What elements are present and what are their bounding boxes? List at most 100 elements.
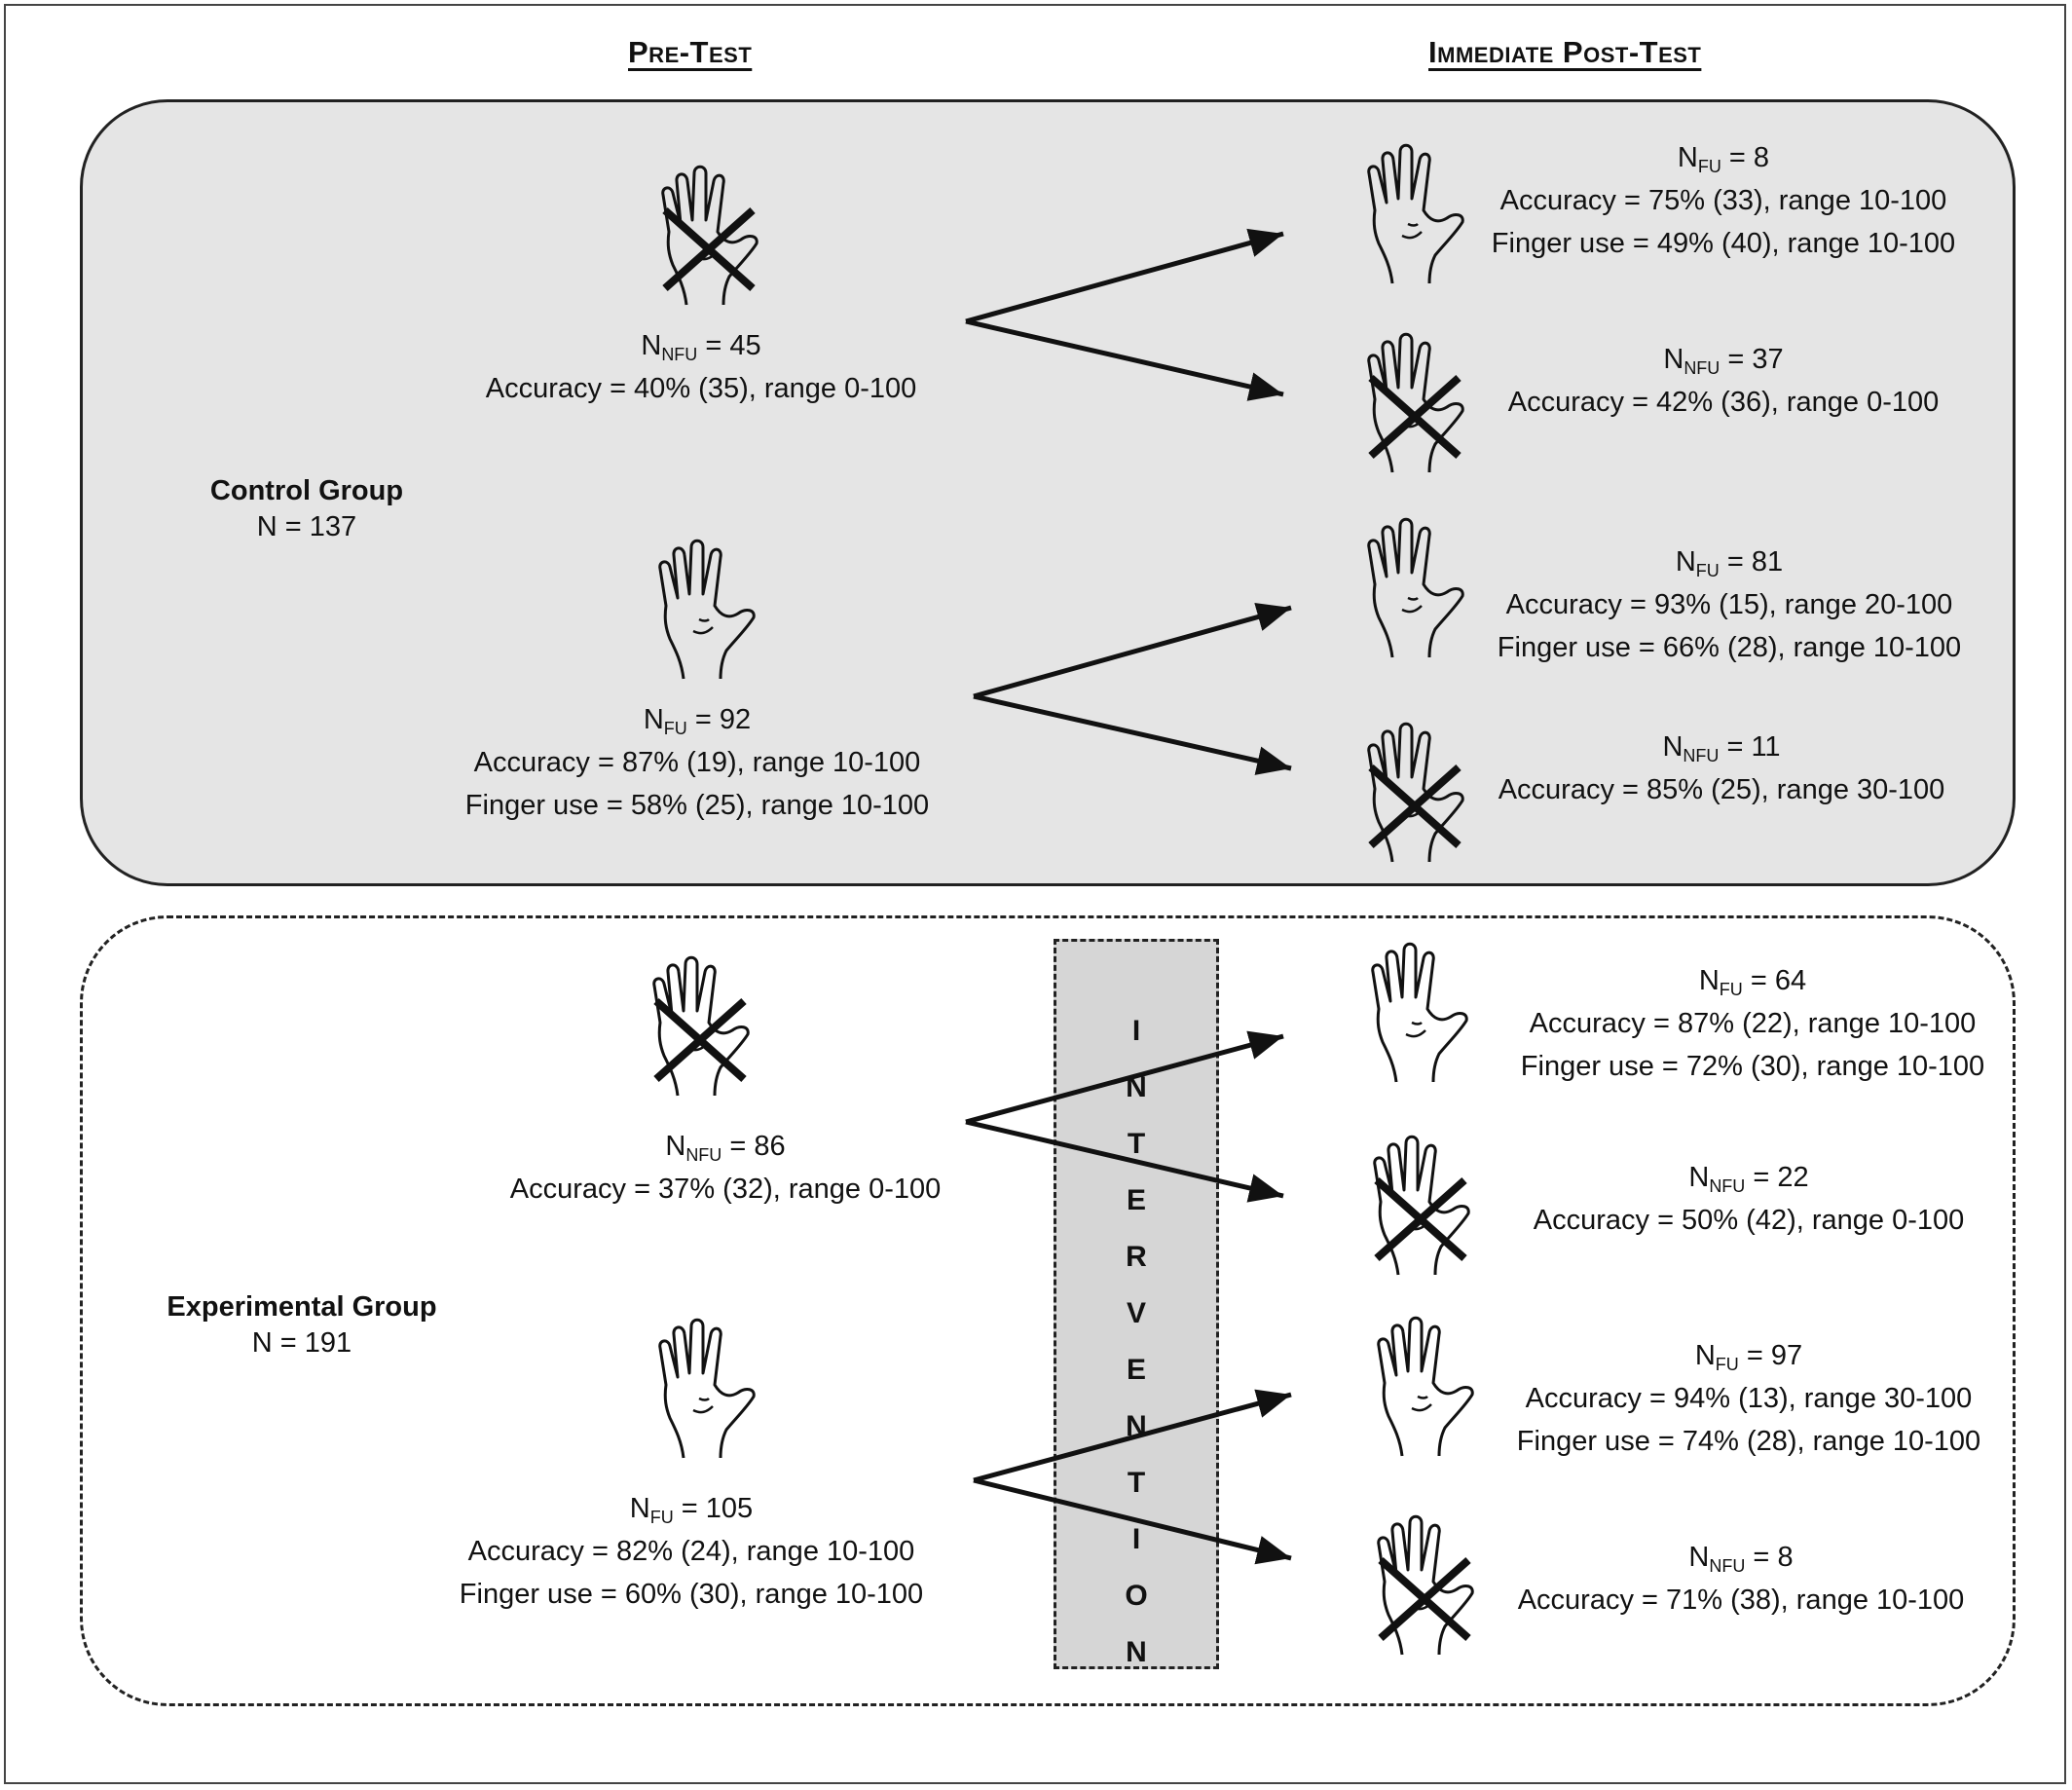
sample-size-value: 86 [754,1131,786,1162]
accuracy-text: Accuracy = 42% (36), range 0-100 [1507,387,1940,418]
sample-size: NFU = 64 [1698,965,1807,999]
sample-size: NNFU = 45 [641,330,761,364]
control-group-title: Control Group [209,475,404,506]
pre-test-header: Pre-Test [628,35,753,69]
sample-subscript: NFU [1683,746,1720,765]
sample-size: NNFU = 11 [1662,731,1781,765]
sample-subscript: FU [1697,157,1721,176]
intervention-letter: I [1131,1015,1141,1047]
hand-icon [654,1317,761,1468]
accuracy-text: Accuracy = 40% (35), range 0-100 [485,373,917,404]
accuracy-text: Accuracy = 87% (19), range 10-100 [473,747,921,778]
hand-crossed-icon [1369,1134,1476,1285]
hand-icon [1373,1315,1480,1466]
finger-use-text: Finger use = 72% (30), range 10-100 [1520,1051,1985,1082]
intervention-letter: N [1126,1636,1147,1668]
intervention-letter: V [1126,1297,1146,1329]
accuracy-text: Accuracy = 50% (42), range 0-100 [1533,1205,1965,1236]
sample-size: NFU = 8 [1677,142,1770,176]
hand-icon [1363,142,1470,293]
result-block: NNFU = 45 Accuracy = 40% (35), range 0-10… [486,324,917,410]
sample-size: NNFU = 22 [1688,1162,1809,1196]
hand-crossed-icon [1373,1513,1480,1664]
intervention-letter: I [1131,1523,1141,1555]
sample-subscript: FU [1715,1355,1739,1374]
result-block: NNFU = 8 Accuracy = 71% (38), range 10-10… [1518,1536,1965,1622]
sample-size-value: 8 [1777,1542,1794,1573]
intervention-letter: E [1126,1354,1146,1386]
sample-subscript: FU [663,719,687,738]
result-block: NNFU = 11 Accuracy = 85% (25), range 30-1… [1498,726,1945,811]
sample-size-value: 64 [1774,965,1807,996]
experimental-group-n: N = 191 [251,1327,352,1359]
finger-use-text: Finger use = 49% (40), range 10-100 [1491,228,1956,259]
post-test-header: Immediate Post-Test [1428,35,1702,69]
accuracy-text: Accuracy = 85% (25), range 30-100 [1498,774,1945,805]
finger-use-text: Finger use = 60% (30), range 10-100 [459,1579,924,1610]
accuracy-text: Accuracy = 94% (13), range 30-100 [1525,1383,1973,1414]
sample-size: NFU = 92 [643,704,752,738]
accuracy-text: Accuracy = 82% (24), range 10-100 [467,1536,915,1567]
sample-subscript: NFU [685,1145,722,1165]
accuracy-text: Accuracy = 37% (32), range 0-100 [509,1174,942,1205]
figure-frame [4,4,2066,1784]
result-block: NFU = 97 Accuracy = 94% (13), range 30-10… [1517,1334,1980,1463]
hand-crossed-icon [657,164,764,315]
sample-subscript: NFU [1684,358,1720,378]
result-block: NNFU = 86 Accuracy = 37% (32), range 0-10… [510,1125,942,1211]
sample-subscript: NFU [661,345,698,364]
experimental-group-label: Experimental Group N = 191 [146,1291,458,1360]
hand-crossed-icon [1363,721,1470,872]
sample-size: NNFU = 37 [1663,344,1784,378]
sample-size: NFU = 81 [1675,546,1784,580]
sample-size: NNFU = 86 [665,1131,786,1165]
sample-size: NFU = 105 [629,1493,754,1527]
sample-size-value: 22 [1777,1162,1809,1193]
experimental-group-title: Experimental Group [166,1291,437,1323]
finger-use-text: Finger use = 58% (25), range 10-100 [464,790,930,821]
accuracy-text: Accuracy = 71% (38), range 10-100 [1517,1585,1965,1616]
sample-subscript: FU [649,1508,674,1527]
control-group-label: Control Group N = 137 [175,475,438,543]
intervention-letter: R [1126,1241,1147,1273]
intervention-letter: E [1126,1184,1146,1216]
result-block: NNFU = 37 Accuracy = 42% (36), range 0-10… [1508,338,1940,424]
control-group-n: N = 137 [256,511,357,542]
finger-use-text: Finger use = 74% (28), range 10-100 [1516,1426,1981,1457]
sample-size-value: 11 [1751,731,1781,763]
intervention-letter: T [1127,1128,1146,1160]
intervention-letter: N [1126,1410,1147,1442]
result-block: NNFU = 22 Accuracy = 50% (42), range 0-10… [1534,1156,1965,1242]
result-block: NFU = 8 Accuracy = 75% (33), range 10-100… [1492,136,1955,265]
result-block: NFU = 92 Accuracy = 87% (19), range 10-10… [465,698,929,827]
result-block: NFU = 64 Accuracy = 87% (22), range 10-10… [1521,959,1984,1088]
accuracy-text: Accuracy = 87% (22), range 10-100 [1529,1008,1977,1039]
sample-size-value: 92 [719,704,752,735]
sample-subscript: FU [1719,980,1743,999]
sample-subscript: FU [1695,561,1720,580]
sample-subscript: NFU [1709,1556,1746,1576]
hand-crossed-icon [1363,331,1470,482]
hand-icon [1363,516,1470,667]
hand-crossed-icon [648,954,756,1105]
sample-size: NNFU = 8 [1688,1542,1794,1576]
accuracy-text: Accuracy = 75% (33), range 10-100 [1499,185,1947,216]
sample-size: NFU = 97 [1694,1340,1803,1374]
finger-use-text: Finger use = 66% (28), range 10-100 [1497,632,1962,663]
intervention-letter: T [1127,1467,1146,1499]
sample-size-value: 45 [729,330,761,361]
accuracy-text: Accuracy = 93% (15), range 20-100 [1505,589,1953,620]
sample-subscript: NFU [1709,1176,1746,1196]
hand-icon [654,538,761,689]
sample-size-value: 97 [1770,1340,1803,1371]
result-block: NFU = 81 Accuracy = 93% (15), range 20-10… [1498,541,1961,669]
sample-size-value: 8 [1753,142,1770,173]
intervention-letter: O [1125,1580,1148,1612]
experimental-group-box [80,915,2016,1706]
intervention-letter: N [1126,1071,1147,1103]
sample-size-value: 81 [1751,546,1784,578]
sample-size-value: 105 [705,1493,754,1524]
sample-size-value: 37 [1752,344,1784,375]
